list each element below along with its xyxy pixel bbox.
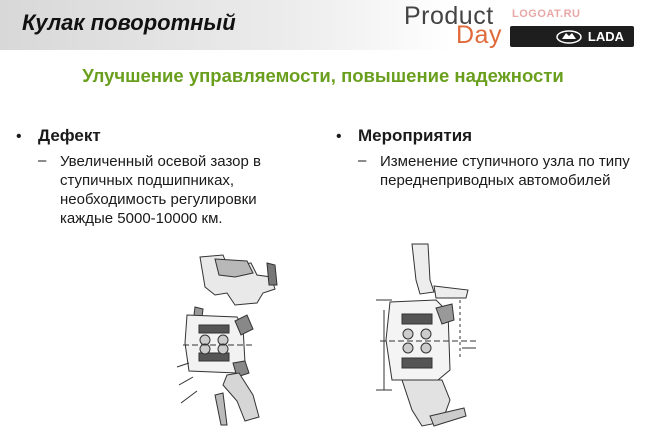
defect-subitem: – Увеличенный осевой зазор в ступичных п… bbox=[38, 152, 316, 228]
defect-bullet: • Дефект bbox=[16, 126, 316, 146]
measures-description: Изменение ступичного узла по типу передн… bbox=[380, 153, 630, 189]
steering-arm bbox=[214, 372, 260, 426]
site-watermark: LOGOAT.RU bbox=[512, 8, 581, 20]
knuckle-lower-body bbox=[401, 379, 467, 427]
knuckle-upper-arm bbox=[411, 243, 469, 299]
lada-logo: LADA bbox=[510, 26, 634, 47]
slide-subtitle: Улучшение управляемости, повышение надеж… bbox=[82, 65, 564, 86]
old-hub-drawing bbox=[175, 245, 295, 430]
hub-bearing-section bbox=[183, 314, 255, 378]
bullet-marker: • bbox=[336, 128, 342, 145]
brand-product-word: Product bbox=[404, 2, 494, 30]
measures-heading: Мероприятия bbox=[358, 126, 473, 145]
measures-bullet: • Мероприятия bbox=[336, 126, 636, 146]
measures-column: • Мероприятия – Изменение ступичного узл… bbox=[336, 126, 636, 190]
defect-description: Увеличенный осевой зазор в ступичных под… bbox=[60, 153, 261, 227]
lada-boat-logo-icon bbox=[556, 29, 582, 44]
brand-day-word: Day bbox=[456, 21, 502, 49]
hub-unit-section bbox=[380, 299, 476, 381]
defect-heading: Дефект bbox=[38, 126, 101, 145]
steering-knuckle-outline bbox=[192, 254, 278, 326]
new-hub-drawing bbox=[372, 240, 482, 430]
product-day-brand: Product Day LOGOAT.RU LADA bbox=[400, 2, 646, 49]
bullet-marker: • bbox=[16, 128, 22, 145]
lada-logo-text: LADA bbox=[587, 29, 624, 44]
measures-subitem: – Изменение ступичного узла по типу пере… bbox=[358, 152, 636, 190]
dash-marker: – bbox=[38, 152, 47, 169]
slide-title: Кулак поворотный bbox=[22, 10, 236, 35]
slide-header: Кулак поворотный Product Day LOGOAT.RU L… bbox=[0, 0, 646, 50]
defect-column: • Дефект – Увеличенный осевой зазор в ст… bbox=[16, 126, 316, 228]
dash-marker: – bbox=[358, 152, 367, 169]
